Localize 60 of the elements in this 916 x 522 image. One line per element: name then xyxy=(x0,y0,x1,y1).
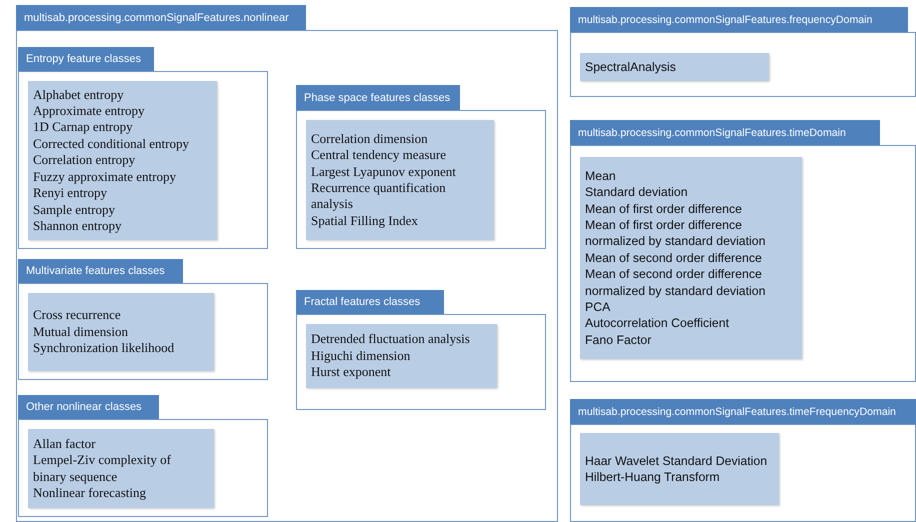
class-name: Higuchi dimension xyxy=(311,348,412,364)
class-name: Mean of second order difference normalized by standard deviation xyxy=(585,266,766,300)
class-name: Correlation dimension xyxy=(311,130,429,148)
class-name: Central tendency measure xyxy=(311,147,447,164)
panel-heading: multisab.processing.commonSignalFeatures.frequencyDomain xyxy=(570,7,908,32)
panel xyxy=(18,47,268,249)
panel-heading: Other nonlinear classes xyxy=(18,395,159,419)
class-name: Shannon entropy xyxy=(33,218,122,234)
class-list-box xyxy=(306,120,494,240)
panel-heading: Multivariate features classes xyxy=(18,259,183,283)
class-list-box xyxy=(28,429,214,508)
panel-heading: Phase space features classes xyxy=(296,85,460,110)
panel-heading: multisab.processing.commonSignalFeatures.timeFrequencyDomain xyxy=(570,399,916,424)
class-name: Mean of first order difference normalized by standard deviation xyxy=(585,216,766,250)
class-name: Detrended fluctuation analysis xyxy=(311,331,471,348)
class-name: Lempel-Ziv complexity of binary sequence xyxy=(33,452,172,485)
panel-heading: multisab.processing.commonSignalFeatures.timeDomain xyxy=(570,120,880,145)
class-name: Approximate entropy xyxy=(33,103,146,120)
panel xyxy=(570,7,916,97)
class-list-box xyxy=(28,293,214,371)
class-name: Standard deviation xyxy=(585,184,689,201)
class-name: Autocorrelation Coefficient xyxy=(585,315,730,332)
class-name: SpectralAnalysis xyxy=(585,58,677,76)
class-name: Cross recurrence xyxy=(33,307,122,324)
class-name: Haar Wavelet Standard Deviation xyxy=(585,452,768,469)
class-name: Corrected conditional entropy xyxy=(33,136,190,152)
panel xyxy=(18,395,268,517)
class-name: Recurrence quantification analysis xyxy=(311,180,447,213)
class-name: Alphabet entropy xyxy=(33,86,125,104)
class-name: PCA xyxy=(585,299,612,316)
class-list-box xyxy=(580,157,802,359)
panel xyxy=(16,5,558,522)
class-name: Mean xyxy=(585,168,617,184)
class-name: Allan factor xyxy=(33,436,96,452)
class-list-box xyxy=(580,53,769,81)
class-name: Correlation entropy xyxy=(33,152,136,169)
class-name: Fuzzy approximate entropy xyxy=(33,168,177,186)
class-list-box xyxy=(28,81,217,240)
class-name: Fano Factor xyxy=(585,332,652,348)
class-name: Hilbert-Huang Transform xyxy=(585,469,721,486)
class-list-box xyxy=(580,433,779,505)
class-name: Renyi entropy xyxy=(33,185,108,202)
class-name: Sample entropy xyxy=(33,202,116,218)
class-name: Synchronization likelihood xyxy=(33,340,176,357)
panel xyxy=(570,399,916,522)
class-name: 1D Carnap entropy xyxy=(33,119,134,136)
panel-heading: Entropy feature classes xyxy=(18,47,154,71)
class-name: Hurst exponent xyxy=(311,364,392,381)
class-name: Largest Lyapunov exponent xyxy=(311,164,457,180)
panel xyxy=(296,290,546,410)
panel-heading: Fractal features classes xyxy=(296,290,444,314)
class-name: Mutual dimension xyxy=(33,324,129,340)
panel xyxy=(18,259,268,380)
panel xyxy=(296,85,546,249)
class-name: Nonlinear forecasting xyxy=(33,484,147,502)
class-name: Mean of second order difference xyxy=(585,250,763,266)
class-list-box xyxy=(306,324,497,388)
class-name: Spatial Filling Index xyxy=(311,212,419,230)
class-name: Mean of first order difference xyxy=(585,200,743,217)
panel-heading: multisab.processing.commonSignalFeatures.nonlinear xyxy=(16,5,306,30)
